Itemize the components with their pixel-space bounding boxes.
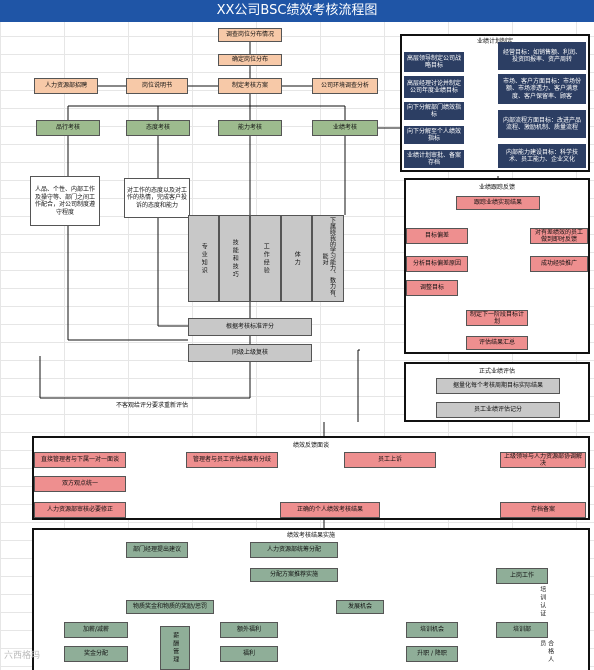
- adjust-box: 调整目标: [406, 280, 458, 296]
- ability-col-learning: 下属晓我的学习能力、数力有、能对: [312, 215, 344, 302]
- talk-box: 直接管理者与下属一对一面谈: [34, 452, 126, 468]
- plan-box: 制定考核方案: [218, 78, 282, 94]
- plan-right-3: 内部流程方面目标：改进产品流程、激励机制、质量流程: [498, 110, 586, 138]
- corrective-box: 对有差绩效的员工做到即时反馈: [530, 228, 588, 244]
- execute-box: 分配方案推荐实施: [250, 568, 338, 582]
- attitude-note: 对工作的态度以及对工作的热情，完成客户投诉的态度和能力: [124, 178, 190, 218]
- bonus-box: 奖金分配: [64, 646, 128, 662]
- ability-assess-box: 能力考核: [218, 120, 282, 136]
- train-dept-box: 培训部: [496, 622, 548, 638]
- by-standard-box: 据量化每个考核周期目标实际结果: [436, 378, 560, 394]
- plan-left-5: 业绩计划审批、备案存档: [404, 150, 464, 168]
- hr-recruit-box: 人力资源部招聘: [34, 78, 98, 94]
- ability-col-skills: 技能和技巧: [219, 215, 250, 302]
- ability-col-strength: 体力: [281, 215, 312, 302]
- plan-left-2: 高层经理讨论并制定公司年度业绩目标: [404, 76, 464, 98]
- qualified-label: 合格人员: [538, 640, 554, 664]
- raise-box: 加薪/减薪: [64, 622, 128, 638]
- gap-box: 目标偏差: [406, 228, 468, 244]
- summary-box: 评估结果汇总: [466, 336, 528, 350]
- apply-frame-title: 绩效考核结果实施: [286, 532, 335, 539]
- env-box: 公司环境调查分析: [312, 78, 378, 94]
- attitude-assess-box: 态度考核: [126, 120, 190, 136]
- hr-handle-box: 上级领导与人力资源部协调解决: [500, 452, 586, 468]
- watermark: 六西格玛: [4, 651, 41, 661]
- ability-col-experience: 工作经验: [250, 215, 281, 302]
- job-rotate-box: 上岗工作: [496, 568, 548, 584]
- promote-box: 成功经验推广: [530, 256, 588, 272]
- agree-box: 双方观点统一: [34, 476, 126, 492]
- character-note: 人品、个性、内部工作及操守等、部门之间工作配合，对公司制度遵守程度: [30, 176, 100, 226]
- hr-fix-box: 人力资源部审核必要修正: [34, 502, 126, 518]
- plan-left-4: 向下分解至个人绩效指标: [404, 126, 464, 144]
- next-box: 制定下一阶段目标计划: [466, 310, 528, 326]
- plan-right-1: 经营目标：如销售额、利润、投资回报率、资产周转: [498, 42, 586, 70]
- promote-demote-box: 升职 / 降职: [406, 646, 458, 662]
- dispute-label: 不客观给评分要求重新评估: [116, 402, 189, 409]
- track-box: 跟踪业绩实现结果: [456, 196, 540, 210]
- inform-box: 管理者与员工评估结果有分歧: [186, 452, 278, 468]
- upper-review-box: 同级上级复核: [188, 344, 312, 362]
- record-box: 员工业绩评估记分: [436, 402, 560, 418]
- plan-left-1: 高层领导制定公司战略目标: [404, 52, 464, 72]
- analyze-box: 分析目标偏差原因: [406, 256, 468, 272]
- suggest-box: 部门经理提出建议: [126, 542, 188, 558]
- performance-assess-box: 业绩考核: [312, 120, 378, 136]
- final-box: 正确的个人绩效考核结果: [280, 502, 380, 518]
- extra-box: 额外福利: [220, 622, 278, 638]
- training-box: 培训机会: [406, 622, 458, 638]
- page-title: XX公司BSC绩效考核流程图: [0, 0, 594, 22]
- standard-score-box: 根据考核标准评分: [188, 318, 312, 336]
- feedback-frame-title: 绩效反馈面谈: [292, 442, 329, 449]
- plan-right-4: 内部能力建设目标：科学技术、员工能力、企业文化: [498, 144, 586, 168]
- salary-mgmt-box: 薪酬管理: [160, 626, 190, 670]
- job-desc-box: 岗位说明书: [126, 78, 188, 94]
- welfare-box: 福利: [220, 646, 278, 662]
- train-cert-label: 培训认证: [538, 586, 546, 618]
- formal-frame-title: 正式业绩评估: [478, 368, 515, 375]
- develop-box: 发展机会: [336, 600, 384, 614]
- ability-col-knowledge: 专业知识: [188, 215, 219, 302]
- appeal-box: 员工上诉: [344, 452, 436, 468]
- plan-frame-title: 业绩计划制定: [476, 38, 513, 45]
- archive-box: 存档备案: [500, 502, 586, 518]
- character-assess-box: 品行考核: [36, 120, 100, 136]
- confirm-box: 确定岗位分布: [218, 54, 282, 66]
- review-frame-title: 业绩跟踪反馈: [478, 184, 515, 191]
- plan-left-3: 向下分解部门绩效指标: [404, 102, 464, 120]
- rewards-box: 物质奖金和物质的奖励/惩罚: [126, 600, 214, 614]
- plan-right-2: 市场、客户方面目标：市场份额、市场渗透力、客户满意度、客户保留率、顾客: [498, 74, 586, 104]
- survey-box: 调查岗位分布情况: [218, 28, 282, 42]
- hr-plan-box: 人力资源部统筹分配: [250, 542, 338, 558]
